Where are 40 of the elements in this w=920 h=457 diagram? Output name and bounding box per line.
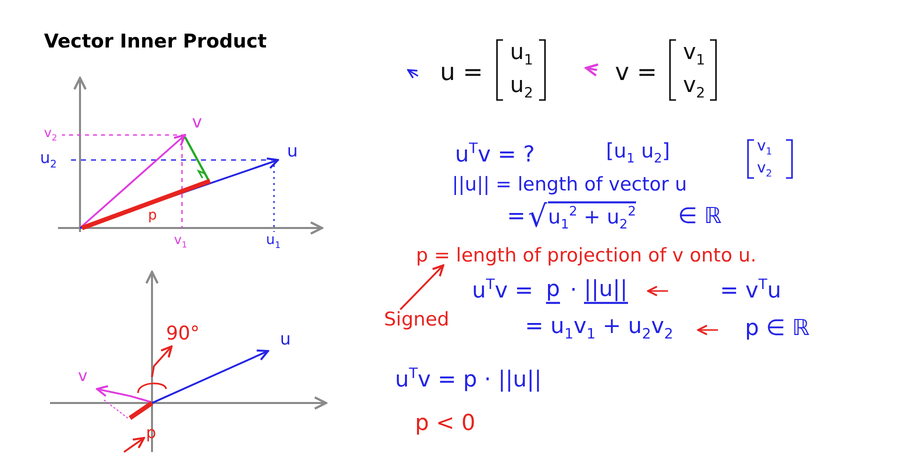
equation-text: ∈ ℝ: [678, 204, 722, 230]
equation-text: u =: [440, 58, 483, 86]
equation-text: ||u|| = length of vector u: [452, 174, 687, 196]
equation-text: u$^{T}$v = p · ||u||: [395, 367, 542, 393]
definition-text: p = length of projection of v onto u.: [416, 246, 756, 266]
matrix-entry: v$_{1}$: [757, 138, 772, 158]
axis-label: u$_{2}$: [40, 149, 57, 171]
equation-text: ||u||: [584, 278, 628, 304]
arrow: [400, 264, 444, 310]
annotation-text: Signed: [384, 310, 450, 330]
equation-text: u$^{T}$v =: [472, 278, 534, 304]
equation-text: p: [546, 278, 560, 304]
axis-label: v$_{1}$: [174, 234, 188, 250]
segment-label: p: [146, 424, 156, 442]
arrow: [123, 436, 145, 453]
title: Vector Inner Product: [44, 32, 267, 52]
equation-text: v =: [615, 58, 657, 86]
matrix-entry: u$_{2}$: [510, 74, 534, 102]
equation-text: u$^{T}$v = ?: [455, 142, 535, 168]
equation-text: √: [528, 200, 548, 234]
equation-text: [u$_{1}$ u$_{2}$]: [606, 139, 670, 167]
segment-label: p: [148, 208, 157, 224]
equation-text: p < 0: [415, 412, 476, 436]
equation-text: = v$^{T}$u: [720, 278, 782, 304]
axis-label: u$_{1}$: [266, 233, 281, 251]
matrix-entry: u$_{1}$: [510, 40, 534, 70]
matrix-entry: v$_{1}$: [683, 40, 706, 70]
matrix-entry: v$_{2}$: [757, 160, 772, 180]
arrow: [151, 345, 173, 378]
equation-text: ·: [570, 278, 577, 304]
matrix-entry: v$_{2}$: [683, 74, 706, 102]
angle-label: 90°: [166, 324, 200, 344]
vector-label: u: [287, 142, 298, 162]
vector-label: u: [280, 330, 291, 350]
equation-text: = u$_{1}$v$_{1}$ + u$_{2}$v$_{2}$: [525, 314, 674, 344]
vector-label: v: [192, 114, 202, 132]
equation-text: p ∈ ℝ: [745, 316, 810, 342]
axis-label: v$_{2}$: [44, 127, 58, 143]
vector-label: v: [78, 367, 88, 385]
equation-text: =: [507, 204, 526, 230]
